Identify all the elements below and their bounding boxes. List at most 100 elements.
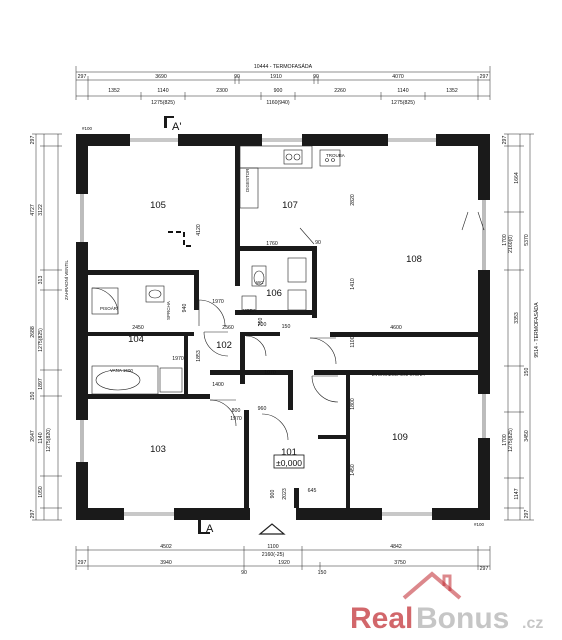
left-dim-5: 2688 xyxy=(30,326,36,338)
interior-dim-22: 90 xyxy=(315,240,321,246)
top2-sub-3: 1275(825) xyxy=(391,100,415,106)
left-dim-9: 2647 xyxy=(30,430,36,442)
room-104: 104 xyxy=(128,334,144,345)
label-pisoar: PISOÁR xyxy=(100,305,118,311)
right-dimension-lines xyxy=(504,133,534,521)
room-102: 102 xyxy=(216,340,232,351)
interior-dim-6: 2560 xyxy=(222,325,234,331)
interior-dim-26: 1970 xyxy=(212,299,224,305)
interior-dim-10: 1400 xyxy=(212,382,224,388)
top2-dim-7: 1352 xyxy=(446,88,458,94)
corner-mark-bottom: #100 xyxy=(474,522,485,527)
top-dim-1: 297 xyxy=(78,74,87,80)
top2-dim-2: 1140 xyxy=(157,88,168,94)
interior-dim-18: 900 xyxy=(270,490,276,499)
right-dim-5: 2160(0) xyxy=(508,235,514,253)
right-dim-12: 1147 xyxy=(514,488,520,499)
interior-dim-5: 2450 xyxy=(132,325,144,331)
interior-walls xyxy=(88,146,478,508)
label-zvuk: ZVUKOIZOLAČNÍ STĚNA xyxy=(372,370,425,377)
top2-dim-6: 1140 xyxy=(397,88,408,94)
bottom2-dim-7: 297 xyxy=(480,566,489,572)
label-vana: VANA 1600 xyxy=(110,368,133,373)
watermark-brand-b: Bonus xyxy=(416,602,509,635)
interior-dim-7: 700 xyxy=(258,322,267,328)
room-107: 107 xyxy=(282,200,298,211)
interior-dim-20: 2023 xyxy=(282,488,288,500)
interior-dim-25: 940 xyxy=(182,304,188,313)
corner-mark-top: #100 xyxy=(82,126,93,131)
left-dim-4: 313 xyxy=(38,276,44,285)
room-103: 103 xyxy=(150,444,166,455)
top-dim-7: 297 xyxy=(480,74,489,80)
label-digestor: DIGESTOR xyxy=(245,168,250,192)
section-mark-symbols xyxy=(164,116,305,534)
left-dim-3: 3122 xyxy=(38,204,44,216)
left-dim-6: 1275(825) xyxy=(38,328,44,352)
top-total-dim: 10444 - TERMOFASÁDA xyxy=(254,63,313,70)
bottom2-dim-4: 1920 xyxy=(278,560,290,566)
interior-dim-13: 1800 xyxy=(350,398,356,410)
right-dim-9: 3450 xyxy=(524,430,530,442)
windows xyxy=(76,134,490,520)
left-dim-10: 1140 xyxy=(38,432,44,443)
top2-dim-4: 900 xyxy=(274,88,283,94)
left-dim-1: 297 xyxy=(30,136,36,145)
right-dim-11: 1275(825) xyxy=(508,428,514,452)
watermark-tld: .cz xyxy=(522,615,543,632)
bottom2-dim-5: 150 xyxy=(318,570,327,576)
right-dim-2: 1664 xyxy=(514,172,520,184)
right-total-dim: 9514 - TERMOFASÁDA xyxy=(533,302,540,358)
room-106: 106 xyxy=(266,288,282,299)
room-109: 109 xyxy=(392,432,408,443)
room-108: 108 xyxy=(406,254,422,265)
label-voda: VODA xyxy=(243,308,256,313)
interior-dim-9: 1970 xyxy=(172,356,184,362)
bottom-dim-3: 4842 xyxy=(390,544,402,550)
top2-dim-5: 2260 xyxy=(334,88,346,94)
level-mark: ±0,000 xyxy=(276,458,302,468)
top2-dim-3: 2300 xyxy=(216,88,228,94)
interior-dim-2: 2820 xyxy=(350,194,356,206)
interior-dim-19: 645 xyxy=(308,488,317,494)
entrance-arrow xyxy=(258,523,286,535)
kitchen-counter xyxy=(239,145,341,245)
top2-sub-1: 1275(825) xyxy=(151,100,175,106)
section-mark-bottom: A xyxy=(206,523,214,535)
interior-dim-1: 1760 xyxy=(266,241,278,247)
top-dim-3: 90 xyxy=(234,74,240,80)
right-dim-10: 1700 xyxy=(502,434,508,446)
bathroom-fixtures xyxy=(91,257,307,395)
top-dim-4: 1910 xyxy=(270,74,282,80)
interior-dim-8: 4600 xyxy=(390,325,402,331)
top2-sub-2: 1160(940) xyxy=(266,100,290,106)
left-dimension-lines xyxy=(32,133,62,521)
bottom-dim-1: 4502 xyxy=(160,544,172,550)
watermark: Real Bonus .cz xyxy=(350,571,543,635)
plan-text: 10444 - TERMOFASÁDA 297 3690 90 1910 90 … xyxy=(30,63,540,576)
label-sprcha: SPRCHA xyxy=(166,301,171,320)
section-mark-top: A' xyxy=(172,121,181,133)
interior-dim-4: 1410 xyxy=(350,278,356,290)
interior-dim-21: 150 xyxy=(282,324,291,330)
room-105: 105 xyxy=(150,200,166,211)
interior-dim-24: 1100 xyxy=(350,336,356,347)
right-dim-8: 150 xyxy=(524,368,530,377)
top-dim-2: 3690 xyxy=(155,74,167,80)
interior-dim-11: 1853 xyxy=(196,350,202,362)
right-dim-1: 297 xyxy=(502,136,508,145)
interior-dim-16: 960 xyxy=(258,406,267,412)
right-dim-3: 5370 xyxy=(524,234,530,246)
right-dim-13: 297 xyxy=(524,510,530,519)
bottom-dim-sub: 2160(-25) xyxy=(262,552,285,558)
label-trouba: TROUBA xyxy=(326,153,345,158)
door-swings xyxy=(198,211,485,441)
bottom2-dim-1: 297 xyxy=(78,560,87,566)
left-dim-12: 1050 xyxy=(38,486,44,498)
left-dim-2: 4727 xyxy=(30,204,36,216)
interior-dim-17: 1970 xyxy=(230,416,242,422)
bottom2-dim-3: 90 xyxy=(241,570,247,576)
top-dimension-lines xyxy=(75,66,491,100)
interior-dim-12: 1070 xyxy=(264,370,276,376)
